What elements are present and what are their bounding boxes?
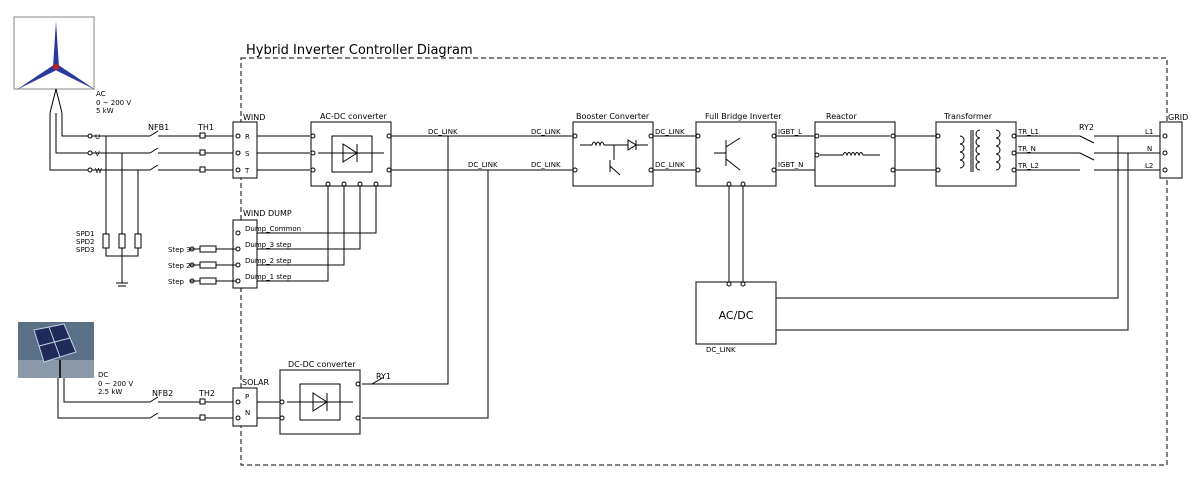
solar-panel-icon: [18, 322, 94, 378]
wind-source-voltage: 0 ~ 200 V: [96, 99, 131, 107]
acdc-converter-block: [310, 121, 392, 187]
tr-l1-net: TR_L1: [1017, 128, 1039, 136]
reactor-block: [814, 121, 896, 187]
tr-l2-net: TR_L2: [1017, 162, 1039, 170]
phase-u-label: U: [95, 133, 100, 141]
solar-input-wiring: [57, 378, 236, 421]
ry2-label: RY2: [1079, 123, 1094, 132]
dcdc-converter-block: [279, 369, 361, 435]
wind-pin-t: T: [244, 167, 250, 175]
dc-link-net-6: DC_LINK: [655, 161, 685, 169]
controller-boundary: [240, 57, 1168, 466]
nfb1-label: NFB1: [148, 123, 169, 132]
dc-link-net-2: DC_LINK: [468, 161, 498, 169]
solar-pin-p: P: [245, 393, 249, 401]
tr-n-net: TR_N: [1017, 145, 1036, 153]
full-bridge-inverter-label: Full Bridge Inverter: [705, 112, 782, 121]
solar-terminal-title: SOLAR: [242, 378, 269, 387]
igbt-l-net: IGBT_L: [778, 128, 802, 136]
dc-link-wiring: [362, 135, 573, 419]
dump-common-label: Dump_Common: [245, 225, 301, 233]
grid-pin-l1: L1: [1145, 128, 1153, 136]
spd1-label: SPD1: [76, 230, 95, 238]
booster-converter-label: Booster Converter: [576, 112, 650, 121]
wind-dump-terminal-block: [189, 219, 258, 289]
wind-pin-s: S: [245, 150, 250, 158]
acdc-supply-block: [695, 281, 777, 345]
solar-terminal-block: [232, 387, 280, 427]
dump-2-step-label: Dump_2 step: [245, 257, 292, 265]
wind-source-power: 5 kW: [96, 107, 114, 115]
acdc-supply-label: AC/DC: [719, 309, 754, 322]
wind-dump-title: WIND DUMP: [243, 209, 292, 218]
dc-link-net-4: DC_LINK: [531, 161, 561, 169]
phase-v-label: V: [95, 150, 100, 158]
diagram-title: Hybrid Inverter Controller Diagram: [246, 43, 473, 58]
dump-wiring: [257, 186, 377, 282]
th1-label: TH1: [197, 123, 214, 132]
transformer-label: Transformer: [943, 112, 993, 121]
dump-3-step-label: Dump_3 step: [245, 241, 292, 249]
grid-pin-n: N: [1147, 145, 1152, 153]
dcdc-converter-label: DC-DC converter: [288, 360, 356, 369]
wind-input-wiring: [49, 113, 236, 287]
solar-source-power: 2.5 kW: [98, 388, 122, 396]
grid-terminal-block: [1159, 121, 1183, 179]
step-3-label: Step 3: [168, 246, 191, 254]
dc-link-net-5: DC_LINK: [655, 128, 685, 136]
spd3-label: SPD3: [76, 246, 95, 254]
dump-1-step-label: Dump_1 step: [245, 273, 292, 281]
igbt-n-net: IGBT_N: [778, 161, 803, 169]
grid-output-wiring: [776, 135, 1160, 331]
acdc-converter-label: AC-DC converter: [320, 112, 387, 121]
step-2-label: Step 2: [168, 262, 191, 270]
full-bridge-inverter-block: [695, 121, 777, 282]
spd2-label: SPD2: [76, 238, 95, 246]
grid-terminal-title: GRID: [1168, 113, 1188, 122]
dc-link-net-1: DC_LINK: [428, 128, 458, 136]
wind-pin-r: R: [245, 133, 250, 141]
solar-pin-n: N: [245, 409, 250, 417]
acdc-supply-dc-link: DC_LINK: [706, 346, 736, 354]
dc-link-net-3: DC_LINK: [531, 128, 561, 136]
booster-converter-block: [572, 121, 654, 187]
phase-w-label: W: [95, 167, 102, 175]
wind-terminal-block: [232, 121, 310, 179]
ry1-label: RY1: [376, 372, 391, 381]
nfb2-label: NFB2: [152, 389, 173, 398]
wind-turbine-icon: [13, 16, 96, 114]
solar-source-voltage: 0 ~ 200 V: [98, 380, 133, 388]
wind-terminal-title: WIND: [243, 113, 265, 122]
grid-pin-l2: L2: [1145, 162, 1153, 170]
solar-source-type: DC: [98, 371, 108, 379]
ry1-contact: [362, 376, 385, 385]
step-1-label: Step: [168, 278, 184, 286]
transformer-block: [935, 121, 1017, 187]
th2-label: TH2: [198, 389, 215, 398]
wind-source-type: AC: [96, 90, 106, 98]
reactor-label: Reactor: [826, 112, 857, 121]
